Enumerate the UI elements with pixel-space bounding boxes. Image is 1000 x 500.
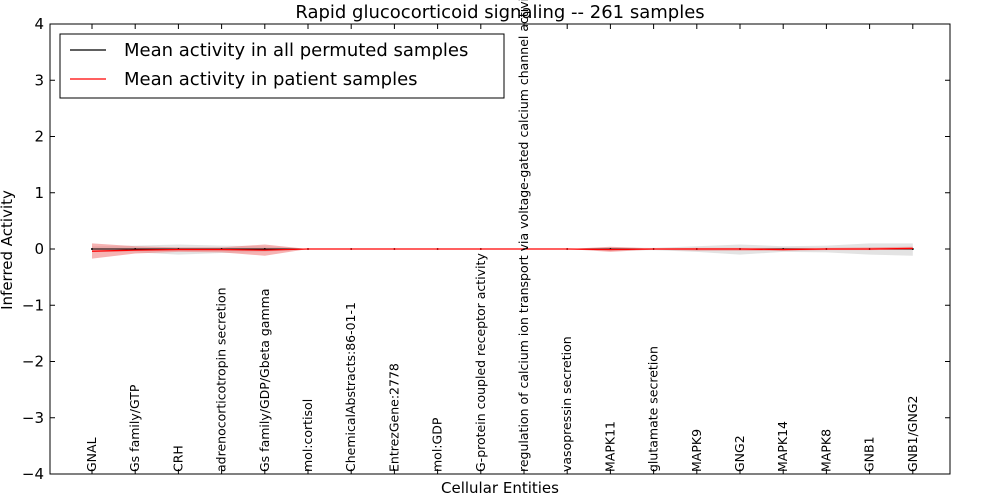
legend: Mean activity in all permuted samples Me…: [59, 33, 505, 99]
series-1-band: [92, 243, 913, 259]
x-category-label: adrenocorticotropin secretion: [214, 287, 229, 472]
x-category-label: regulation of calcium ion transport via …: [516, 0, 531, 472]
y-tick-label: −3: [22, 409, 44, 427]
x-category-label: glutamate secretion: [646, 346, 661, 472]
confidence-bands: [92, 243, 913, 259]
y-axis: −4 −3 −2 −1 0 1 2 3 4: [22, 15, 950, 483]
y-tick-label: 3: [34, 71, 44, 89]
legend-frame: [59, 33, 505, 99]
series-0-band: [92, 243, 913, 256]
x-category-label: MAPK8: [818, 429, 833, 472]
y-tick-label: 0: [34, 240, 44, 258]
x-category-label: ChemicalAbstracts:86-01-1: [343, 302, 358, 472]
x-axis: GNAL Gs family/GTP CRH adrenocorticotropin …: [84, 0, 920, 474]
y-tick-label: 4: [34, 15, 44, 33]
y-tick-label: −1: [22, 296, 44, 314]
x-category-label: Gs family/GDP/Gbeta gamma: [257, 289, 272, 472]
x-category-label: GNB1/GNG2: [905, 396, 920, 472]
x-category-label: vasopressin secretion: [559, 336, 574, 472]
y-tick-label: 1: [34, 184, 44, 202]
chart-title: Rapid glucocorticoid signaling -- 261 sa…: [295, 2, 704, 23]
y-tick-label: −2: [22, 353, 44, 371]
x-category-label: GNG2: [732, 435, 747, 472]
x-category-label: mol:GDP: [430, 417, 445, 472]
x-category-label: GNB1: [862, 436, 877, 472]
series-0-point: [91, 248, 93, 250]
x-axis-label: Cellular Entities: [441, 479, 559, 497]
y-tick-label: −4: [22, 465, 44, 483]
x-category-label: MAPK14: [775, 421, 790, 472]
x-category-label: mol:cortisol: [300, 399, 315, 472]
legend-label-patient: Mean activity in patient samples: [124, 69, 418, 90]
x-category-label: GNAL: [84, 437, 99, 472]
x-category-label: MAPK9: [689, 429, 704, 472]
x-category-label: CRH: [170, 445, 185, 472]
legend-label-permuted: Mean activity in all permuted samples: [124, 40, 468, 61]
x-category-label: Gs family/GTP: [127, 384, 142, 472]
series-lines: [91, 247, 914, 252]
x-category-label: EntrezGene:2778: [386, 363, 401, 472]
y-axis-label: Inferred Activity: [0, 190, 16, 310]
series-1-line: [91, 247, 913, 252]
x-category-label: MAPK11: [602, 421, 617, 472]
y-tick-label: 2: [34, 128, 44, 146]
x-category-label: G-protein coupled receptor activity: [473, 253, 488, 472]
